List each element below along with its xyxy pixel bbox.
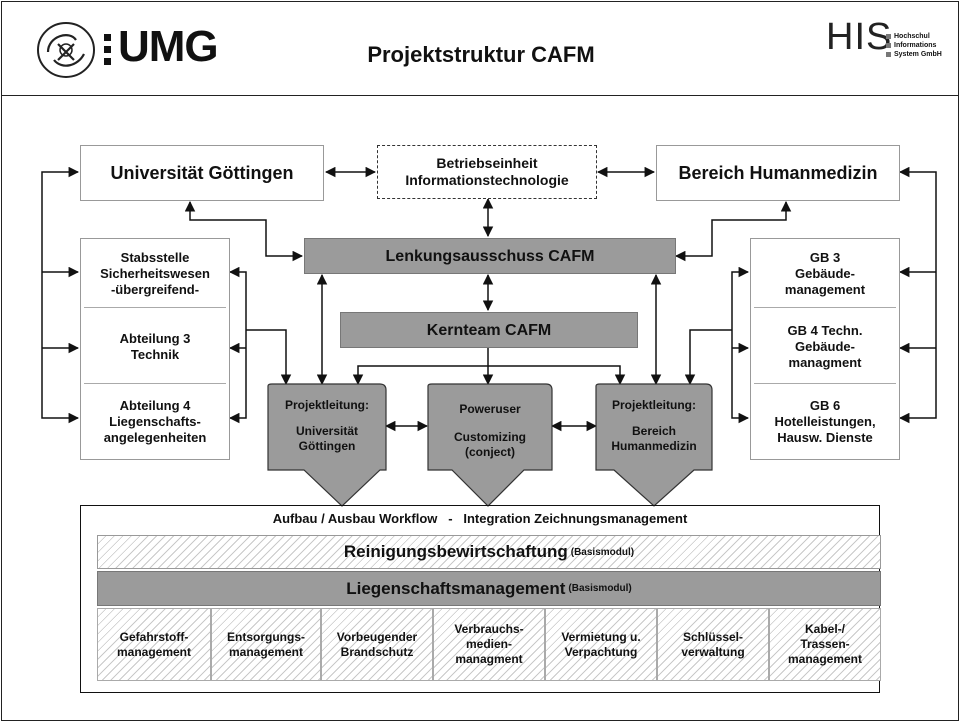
box-kernteam: Kernteam CAFM [340,312,638,348]
band-liegenschaftsmanagement: Liegenschaftsmanagement(Basismodul) [97,571,881,606]
module-brandschutz: Vorbeugender Brandschutz [321,608,433,681]
box-abteilung-4: Abteilung 4 Liegenschafts-angelegenheite… [103,398,207,445]
box-stabsstelle-sicherheitswesen: Stabsstelle Sicherheitswesen -übergreife… [84,240,226,308]
module-kabel-trassen: Kabel-/ Trassen-management [769,608,881,681]
module-entsorgung: Entsorgungs-management [211,608,321,681]
liegenschaft-tag: (Basismodul) [568,583,632,594]
box-betriebseinheit-it: Betriebseinheit Informationstechnologie [377,145,597,199]
module-gefahrstoff: Gefahrstoff-management [97,608,211,681]
label-projektleitung-hm-body: Bereich Humanmedizin [611,424,697,453]
box-gb3: GB 3 Gebäude-management [754,240,896,308]
module-schluesselverwaltung: Schlüssel-verwaltung [657,608,769,681]
reinigung-tag: (Basismodul) [570,546,635,558]
reinigung-label: Reinigungsbewirtschaftung [343,542,568,561]
right-stack [750,238,900,460]
arrow-projektleitung-uni [267,383,387,507]
box-lenkungsausschuss: Lenkungsausschuss CAFM [304,238,676,274]
workflow-heading: Aufbau / Ausbau Workflow - Integration Z… [272,511,688,526]
umg-logo-text: UMG [118,22,219,71]
umg-seal-logo [37,22,95,78]
his-logo-lines: Hochschul Informations System GmbH [886,32,942,59]
label-projektleitung-hm-title: Projektleitung: [611,398,696,412]
box-gb4: GB 4 Techn. Gebäude-managment [754,310,896,384]
label-poweruser-body: Customizing (conject) [454,430,526,459]
his-line-2: Informations [886,41,942,50]
umg-logo-dots [104,34,112,70]
his-logo-text: HIS [826,16,893,58]
label-poweruser-title: Poweruser [459,402,521,416]
box-universitaet-goettingen: Universität Göttingen [80,145,324,201]
his-line-1: Hochschul [886,32,942,41]
module-vermietung: Vermietung u. Verpachtung [545,608,657,681]
box-gb6: GB 6 Hotelleistungen, Hausw. Dienste [774,398,876,445]
box-bereich-humanmedizin: Bereich Humanmedizin [656,145,900,201]
label-projektleitung-uni-body: Universität Göttingen [295,424,359,453]
arrow-projektleitung-hm [595,383,713,507]
arrow-poweruser [427,383,553,507]
module-verbrauchsmedien: Verbrauchs-medien-managment [433,608,545,681]
left-stack [80,238,230,460]
label-projektleitung-uni-title: Projektleitung: [284,398,369,412]
his-logo: HIS Hochschul Informations System GmbH [820,16,958,72]
liegenschaft-label: Liegenschaftsmanagement [346,578,566,598]
band-reinigungsbewirtschaftung: Reinigungsbewirtschaftung(Basismodul) [97,535,881,569]
header-divider [1,95,959,96]
page-title: Projektstruktur CAFM [367,42,595,67]
his-line-3: System GmbH [886,50,942,59]
box-abteilung-3: Abteilung 3 Technik [84,310,226,384]
